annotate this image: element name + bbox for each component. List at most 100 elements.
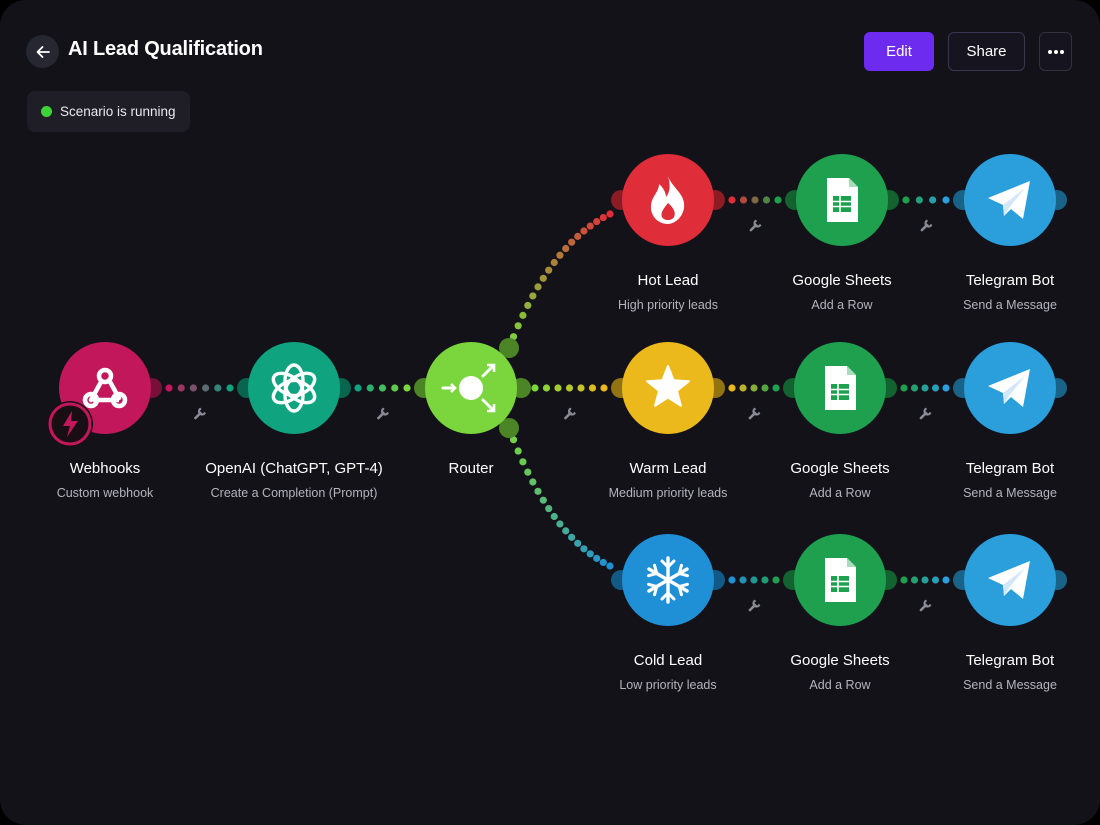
connection-dot: [915, 196, 923, 204]
router-icon: [441, 363, 496, 413]
more-options-button[interactable]: [1039, 32, 1072, 71]
connection-dot: [531, 384, 539, 392]
connection-dot: [568, 238, 576, 246]
back-button[interactable]: [26, 35, 59, 68]
connection-dot: [391, 384, 399, 392]
scenario-status-badge: Scenario is running: [27, 91, 190, 132]
arrow-left-icon: [36, 45, 50, 58]
wrench-icon[interactable]: [917, 407, 932, 421]
snowflake-icon: [647, 556, 689, 604]
module-name: Telegram Bot: [965, 460, 1055, 477]
status-text: Scenario is running: [60, 104, 176, 119]
connection-dot: [921, 384, 929, 392]
connection-dot: [189, 384, 197, 392]
module-warm-lead[interactable]: [611, 342, 725, 434]
connection-dot: [177, 384, 185, 392]
trigger-badge[interactable]: [47, 401, 93, 447]
connection-dot: [534, 487, 542, 495]
connection-warm-lead-sheets-2[interactable]: [728, 384, 780, 422]
connection-sheets-1-telegram-1[interactable]: [902, 196, 950, 234]
module-telegram-1[interactable]: [953, 154, 1067, 246]
connection-sheets-3-telegram-3[interactable]: [900, 576, 950, 614]
connection-dot: [509, 436, 518, 444]
module-sheets-1[interactable]: [785, 154, 899, 246]
ellipsis-icon: [1047, 49, 1064, 54]
wrench-icon[interactable]: [747, 219, 762, 233]
connection-dot: [761, 576, 769, 584]
connection-openai-router[interactable]: [354, 384, 411, 422]
connection-dot: [728, 384, 736, 392]
connection-dot: [600, 384, 608, 392]
module-action: Send a Message: [963, 486, 1057, 500]
connection-dot: [554, 384, 562, 392]
connection-dot: [931, 384, 940, 392]
connection-dot: [556, 251, 564, 259]
connection-dot: [750, 576, 758, 584]
wrench-icon[interactable]: [746, 407, 761, 421]
telegram-icon: [988, 561, 1030, 599]
star-icon: [646, 365, 690, 407]
module-router[interactable]: [414, 338, 531, 438]
connection-dot: [751, 196, 759, 204]
module-cold-lead[interactable]: [611, 534, 725, 626]
output-handle[interactable]: [499, 338, 519, 358]
module-sheets-2[interactable]: [783, 342, 897, 434]
connection-dot: [942, 384, 950, 392]
wrench-icon[interactable]: [192, 407, 206, 421]
connection-dot: [761, 384, 769, 392]
wrench-icon[interactable]: [562, 407, 576, 421]
connection-dot: [593, 554, 601, 562]
module-action: Custom webhook: [56, 486, 154, 500]
connection-dot: [599, 558, 607, 567]
connection-sheets-2-telegram-2[interactable]: [900, 384, 950, 422]
lightning-icon: [63, 411, 78, 437]
modules: [47, 154, 1067, 626]
connection-dot: [739, 576, 747, 584]
edit-button[interactable]: Edit: [864, 32, 934, 71]
connection-dot: [556, 520, 564, 528]
module-action: Low priority leads: [619, 678, 717, 692]
wrench-icon[interactable]: [918, 219, 933, 233]
wrench-icon[interactable]: [375, 407, 389, 421]
connection-router-warm-lead[interactable]: [531, 384, 608, 422]
connection-dot: [519, 311, 527, 319]
connection-dot: [214, 384, 222, 392]
connection-dot: [568, 533, 576, 541]
connection-router-hot-lead[interactable]: [505, 210, 614, 352]
share-button[interactable]: Share: [948, 32, 1025, 71]
connection-dot: [728, 576, 736, 584]
connection-dot: [580, 227, 588, 235]
output-handle[interactable]: [499, 418, 519, 438]
webhook-icon: [82, 367, 128, 409]
connection-router-cold-lead[interactable]: [505, 424, 614, 570]
connection-hot-lead-sheets-1[interactable]: [728, 196, 782, 234]
wrench-icon[interactable]: [746, 599, 761, 613]
connection-dot: [226, 384, 234, 392]
connection-dot: [900, 576, 908, 584]
module-action: Add a Row: [809, 678, 871, 692]
connection-dot: [942, 196, 950, 204]
connection-webhooks-openai[interactable]: [165, 384, 234, 422]
telegram-icon: [988, 369, 1030, 407]
connection-dot: [593, 217, 601, 226]
module-name: Webhooks: [69, 460, 141, 477]
connection-cold-lead-sheets-3[interactable]: [728, 576, 780, 614]
module-circle[interactable]: [248, 342, 340, 434]
connection-dot: [529, 292, 537, 300]
connection-dot: [514, 447, 522, 455]
module-telegram-2[interactable]: [953, 342, 1067, 434]
module-telegram-3[interactable]: [953, 534, 1067, 626]
wrench-icon[interactable]: [917, 599, 932, 613]
connection-dot: [606, 562, 614, 570]
module-name: Cold Lead: [633, 652, 703, 669]
module-hot-lead[interactable]: [611, 154, 725, 246]
connection-dot: [910, 384, 919, 392]
connection-dot: [588, 384, 597, 392]
connection-dot: [562, 244, 570, 253]
module-name: Router: [448, 460, 494, 477]
module-sheets-3[interactable]: [783, 534, 897, 626]
connection-dot: [931, 576, 940, 584]
openai-icon: [271, 363, 317, 413]
module-openai[interactable]: [237, 342, 351, 434]
